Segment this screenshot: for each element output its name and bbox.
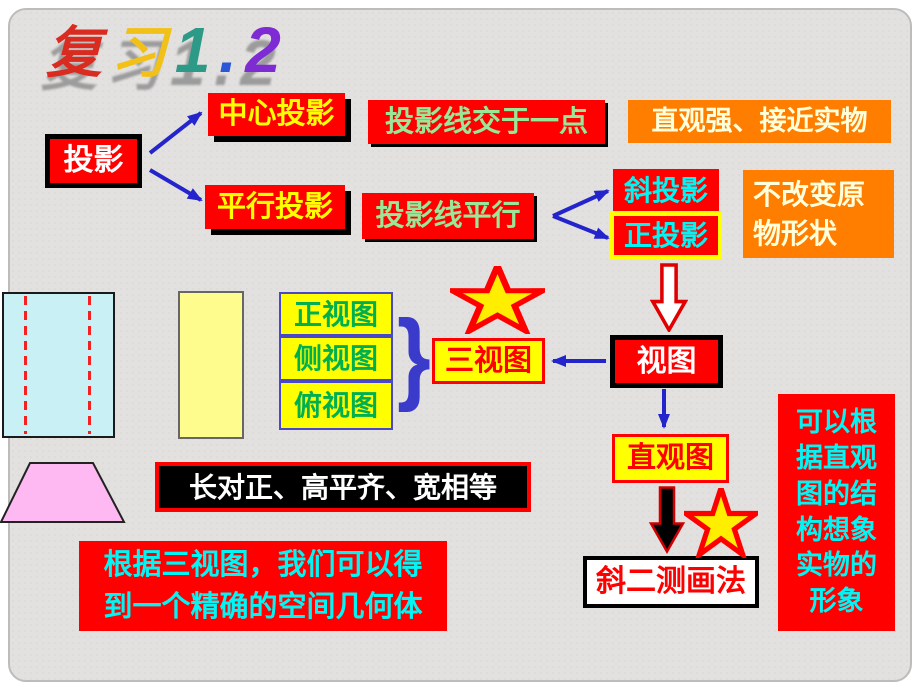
- note-alignment-rule: 长对正、高平齐、宽相等: [155, 462, 531, 512]
- node-orthographic-projection: 正投影: [610, 212, 722, 259]
- note-imagine-from-diagram: 可以根 据直观 图的结 构想象 实物的 形象: [778, 394, 895, 631]
- node-view: 视图: [610, 335, 723, 388]
- node-side-view: 侧视图: [279, 336, 393, 381]
- node-projection: 投影: [45, 134, 142, 188]
- brace-glyph: }: [396, 299, 431, 413]
- trapezoid-shape: [0, 462, 126, 523]
- title-char: 2: [245, 14, 283, 86]
- note-shape-unchanged: 不改变原 物形状: [743, 170, 894, 258]
- node-front-view: 正视图: [279, 292, 393, 336]
- title-char: .: [218, 14, 239, 86]
- node-top-view: 俯视图: [279, 381, 393, 430]
- note-three-views-conclusion: 根据三视图，我们可以得 到一个精确的空间几何体: [79, 541, 447, 631]
- node-central-projection: 中心投影: [208, 93, 345, 136]
- cylinder-projection-shape: [2, 292, 115, 438]
- hollow-down-arrow-icon: [650, 263, 688, 332]
- node-parallel-projection: 平行投影: [205, 185, 345, 229]
- node-oblique-method: 斜二测画法: [583, 556, 759, 608]
- star-icon: [684, 488, 758, 558]
- title-char: 1: [174, 14, 213, 86]
- note-rays-parallel: 投影线平行: [362, 193, 534, 239]
- title-char: 复: [46, 21, 104, 84]
- note-rays-meet-at-point: 投影线交于一点: [368, 100, 605, 144]
- black-down-arrow-icon: [649, 486, 685, 554]
- dashed-line: [24, 296, 27, 434]
- star-icon: [450, 266, 545, 334]
- title-char: 习: [110, 21, 169, 84]
- dashed-line: [88, 296, 91, 434]
- note-intuitive-realistic: 直观强、接近实物: [628, 100, 891, 143]
- yellow-rectangle-shape: [178, 291, 244, 439]
- slide-title: 复 习 1 . 2: [46, 8, 283, 89]
- node-three-views: 三视图: [432, 338, 545, 384]
- node-oblique-projection: 斜投影: [613, 169, 719, 211]
- node-intuitive-diagram: 直观图: [612, 434, 729, 483]
